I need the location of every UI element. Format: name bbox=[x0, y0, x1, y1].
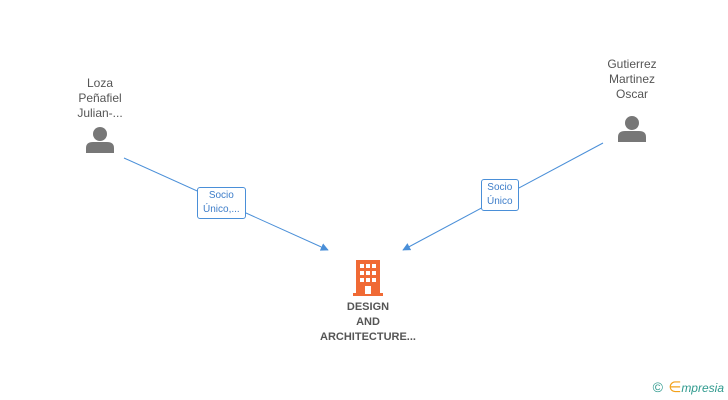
edge-label-left-line-1: Socio bbox=[208, 190, 234, 201]
person-name-left-line-3: Julian-... bbox=[77, 106, 123, 120]
brand-logo-initial: ∈ bbox=[668, 379, 682, 396]
company-node[interactable]: DESIGN AND ARCHITECTURE... bbox=[308, 260, 428, 345]
company-name-line-1: DESIGN bbox=[346, 301, 390, 313]
brand-footer: © ∈mpresia bbox=[653, 378, 724, 396]
company-name-line-2: AND bbox=[356, 316, 380, 328]
person-name-right-line-3: Oscar bbox=[615, 87, 648, 101]
brand-logo-text: mpresia bbox=[681, 381, 724, 395]
person-icon bbox=[86, 127, 114, 153]
copyright-symbol: © bbox=[652, 379, 663, 395]
person-node-left[interactable]: Loza Peñafiel Julian-... bbox=[58, 76, 142, 153]
person-icon bbox=[618, 116, 646, 142]
person-node-right[interactable]: Gutierrez Martinez Oscar bbox=[588, 57, 676, 142]
person-name-left-line-2: Peñafiel bbox=[78, 91, 122, 105]
person-name-left-line-1: Loza bbox=[86, 76, 114, 90]
company-name-line-3: ARCHITECTURE... bbox=[320, 331, 416, 343]
edge-label-right-line-2: Único bbox=[487, 196, 513, 207]
edge-label-right[interactable]: Socio Único bbox=[481, 179, 519, 211]
edge-label-right-line-1: Socio bbox=[487, 182, 513, 193]
edge-label-left-line-2: Único,... bbox=[203, 204, 240, 215]
building-icon bbox=[353, 260, 383, 296]
person-name-right-line-1: Gutierrez bbox=[607, 57, 657, 71]
person-name-right-line-2: Martinez bbox=[608, 72, 655, 86]
edge-label-left[interactable]: Socio Único,... bbox=[197, 187, 246, 219]
